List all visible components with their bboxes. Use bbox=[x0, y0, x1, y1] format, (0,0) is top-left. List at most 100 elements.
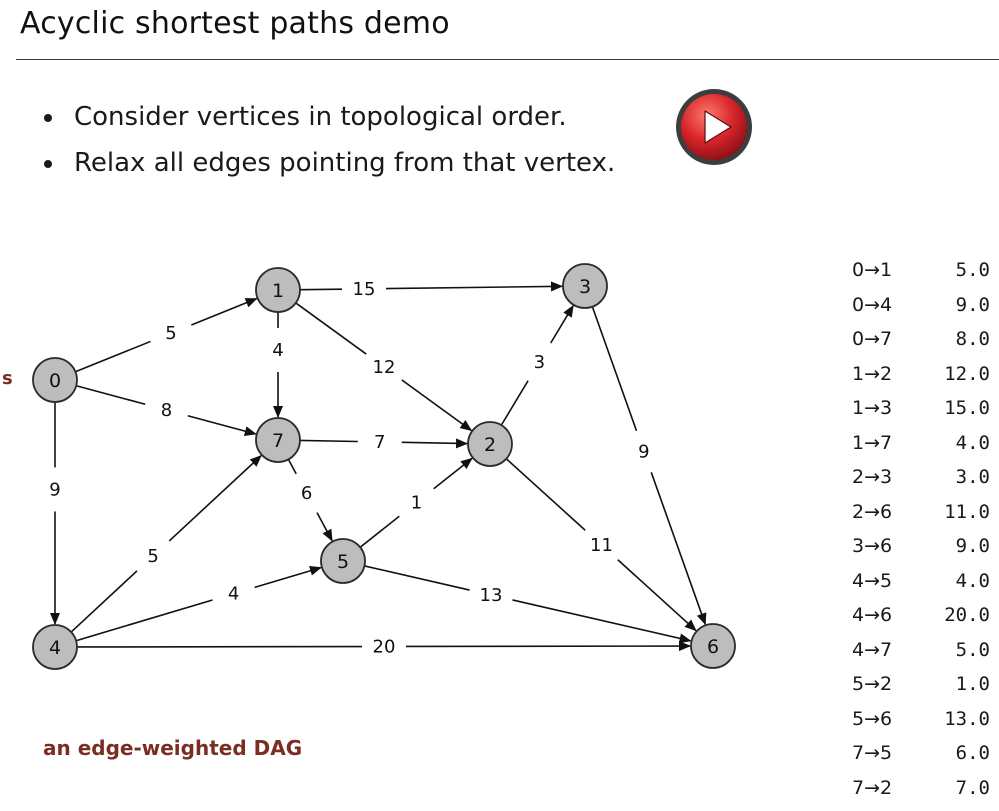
edge-list-weight: 4.0 bbox=[955, 431, 990, 454]
edge-weight-label: 9 bbox=[638, 442, 649, 463]
vertex-node bbox=[255, 267, 301, 313]
vertex-label: 2 bbox=[484, 434, 496, 456]
edge-arrow bbox=[254, 565, 322, 589]
edge-line bbox=[299, 439, 358, 443]
edge-weight-label: 8 bbox=[161, 400, 172, 421]
edge-arrow bbox=[401, 379, 473, 432]
edge-line bbox=[364, 565, 470, 591]
vertex-node bbox=[467, 421, 513, 467]
edge-weight-label: 20 bbox=[373, 637, 396, 658]
edge-list-edge: 3→6 bbox=[852, 535, 893, 557]
edge-weight-label: 13 bbox=[480, 585, 503, 606]
edge-weight-label: 4 bbox=[272, 340, 283, 361]
edge-list-weight: 5.0 bbox=[955, 259, 990, 281]
vertex-node bbox=[255, 417, 301, 463]
edge-weight-label: 3 bbox=[534, 352, 545, 373]
edge-list-row: 4→5 4.0 bbox=[852, 567, 990, 602]
edge-line bbox=[76, 384, 146, 406]
edge-list-edge: 4→6 bbox=[852, 604, 893, 626]
edge-list-weight: 4.0 bbox=[955, 569, 990, 592]
edge-list-row: 5→2 1.0 bbox=[852, 670, 990, 705]
vertex-node bbox=[32, 357, 78, 403]
edge-list-weight: 8.0 bbox=[955, 328, 990, 350]
edge-list-edge: 0→1 bbox=[852, 259, 893, 281]
edge-weight-label: 15 bbox=[353, 279, 376, 300]
edge-list-edge: 5→2 bbox=[852, 673, 893, 695]
vertex-node bbox=[32, 624, 78, 670]
edge-list-row: 2→3 3.0 bbox=[852, 463, 990, 498]
edge-list-edge: 5→6 bbox=[852, 707, 893, 730]
edge-list-edge: 1→2 bbox=[852, 362, 893, 385]
edge-list-weight: 9.0 bbox=[955, 293, 990, 316]
edge-list-weight: 5.0 bbox=[955, 638, 990, 661]
edge-list-weight: 12.0 bbox=[944, 362, 990, 385]
edge-line bbox=[359, 515, 400, 548]
vertex-label: 3 bbox=[579, 276, 591, 298]
slide-title: Acyclic shortest paths demo bbox=[20, 6, 450, 41]
edge-list-weight: 3.0 bbox=[955, 466, 990, 488]
edge-weight-label: 5 bbox=[165, 323, 176, 344]
vertex-node bbox=[320, 538, 366, 584]
edge-weight-label: 5 bbox=[147, 546, 158, 567]
edge-weight-label: 12 bbox=[373, 357, 396, 378]
caption: an edge-weighted DAG bbox=[43, 736, 303, 760]
edge-line bbox=[299, 288, 342, 291]
edge-arrow bbox=[316, 512, 333, 542]
vertex-label: 5 bbox=[337, 551, 349, 573]
bullet-text: Consider vertices in topological order. bbox=[74, 102, 567, 132]
edge-list-weight: 9.0 bbox=[955, 535, 990, 557]
edge-line bbox=[500, 380, 529, 426]
edge-arrow bbox=[168, 454, 262, 542]
edge-list-weight: 1.0 bbox=[955, 673, 990, 695]
edge-list-row: 1→3 15.0 bbox=[852, 394, 990, 429]
edge-list-row: 0→7 8.0 bbox=[852, 325, 990, 360]
edge-weight-label: 4 bbox=[228, 584, 239, 605]
edge-weight-label: 11 bbox=[590, 535, 613, 556]
edge-list-edge: 7→2 bbox=[852, 776, 893, 799]
edge-list-weight: 7.0 bbox=[955, 776, 990, 799]
bullet-item: Relax all edges pointing from that verte… bbox=[44, 140, 615, 186]
edge-list-edge: 2→3 bbox=[852, 466, 893, 488]
edge-weight-label: 1 bbox=[411, 493, 422, 514]
edge-arrow bbox=[187, 414, 257, 436]
bullet-dot bbox=[44, 114, 52, 122]
edge-list-edge: 4→7 bbox=[852, 638, 893, 661]
edge-list-row: 4→6 20.0 bbox=[852, 601, 990, 636]
edge-list-weight: 13.0 bbox=[944, 707, 990, 730]
edge-arrow bbox=[617, 559, 697, 632]
edge-arrow bbox=[650, 472, 707, 626]
edge-list-weight: 15.0 bbox=[944, 397, 990, 419]
edge-line bbox=[505, 458, 586, 531]
edge-list-row: 7→2 7.0 bbox=[852, 774, 990, 809]
edge-list-edge: 7→5 bbox=[852, 742, 893, 764]
edge-list-edge: 2→6 bbox=[852, 500, 893, 523]
bullet-list: Consider vertices in topological order. … bbox=[44, 94, 615, 186]
vertex-label: 1 bbox=[272, 280, 284, 302]
play-icon bbox=[676, 89, 752, 165]
vertex-label: 4 bbox=[49, 637, 61, 659]
edge-list-edge: 0→7 bbox=[852, 328, 893, 350]
edge-arrow bbox=[401, 438, 469, 449]
edge-line bbox=[591, 306, 638, 432]
play-button[interactable] bbox=[674, 87, 754, 167]
edge-list-row: 5→6 13.0 bbox=[852, 705, 990, 740]
edge-weight-label: 7 bbox=[374, 432, 385, 453]
edge-list-row: 3→6 9.0 bbox=[852, 532, 990, 567]
edge-list-weight: 20.0 bbox=[944, 604, 990, 626]
edge-arrow bbox=[550, 304, 574, 344]
bullet-item: Consider vertices in topological order. bbox=[44, 94, 615, 140]
edge-arrow bbox=[385, 281, 564, 292]
edge-list-row: 1→2 12.0 bbox=[852, 360, 990, 395]
edge-list-row: 0→1 5.0 bbox=[852, 256, 990, 291]
edge-arrow bbox=[433, 457, 473, 490]
bullet-dot bbox=[44, 160, 52, 168]
edge-list-edge: 1→3 bbox=[852, 397, 893, 419]
bullet-text: Relax all edges pointing from that verte… bbox=[74, 148, 616, 178]
edge-list-edge: 4→5 bbox=[852, 569, 893, 592]
title-divider bbox=[16, 59, 999, 60]
